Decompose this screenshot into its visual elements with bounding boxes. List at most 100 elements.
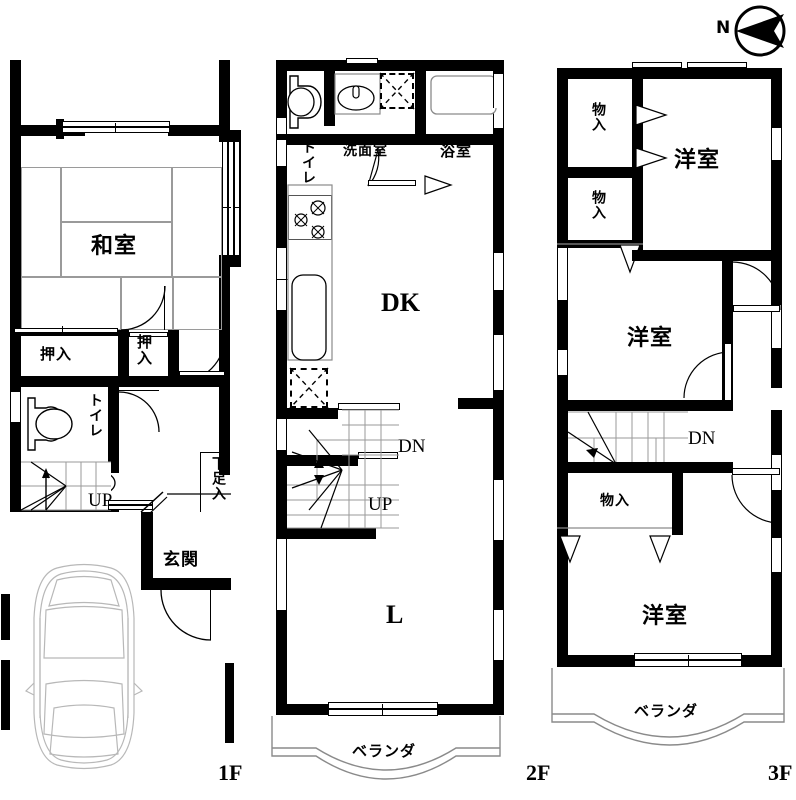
stair-label-2f-dn: DN [398, 436, 426, 457]
wall-2f-left-e [276, 610, 287, 715]
window-3f-right-2 [771, 305, 782, 348]
wall-3f-right-b [771, 160, 782, 305]
wall-3f-right-c [771, 348, 782, 388]
wall-2f-top [276, 60, 504, 71]
room-label-yoshitsu-1: 洋室 [674, 148, 721, 173]
wall-2f-toilet-right [324, 71, 335, 126]
floor-label-2f: 2F [526, 760, 551, 785]
window-1f-toilet-west [10, 392, 21, 422]
window-3f-right-1 [771, 128, 782, 160]
window-3f-south-mullion [688, 655, 690, 666]
door-leaf-genkan [161, 588, 211, 590]
door-sill-1f-stair2 [108, 505, 153, 510]
wall-3f-right-f [771, 572, 782, 667]
room-label-veranda-2f: ベランダ [352, 742, 417, 760]
room-label-senmen: 洗面室 [343, 143, 388, 159]
shoebox-outline-left [200, 452, 202, 512]
window-3f-right-4 [771, 538, 782, 572]
washing-machine-icon [380, 73, 414, 109]
wall-3f-bed1-rightdiv [722, 250, 733, 320]
wall-2f-wet-bottom [276, 134, 426, 145]
wall-1f-genkan-left [141, 512, 153, 590]
room-label-toilet-1f: トイレ [87, 393, 103, 438]
parking-marker-left-2 [1, 660, 10, 730]
door-leaf-1f-hall [224, 336, 226, 382]
tatami-mat [172, 167, 222, 277]
room-label-washitsu: 和室 [91, 234, 138, 259]
tatami-mat [61, 167, 172, 222]
tatami-mat [173, 277, 222, 330]
room-label-genkan: 玄関 [163, 550, 199, 570]
closet-door-1f-a-mullion [62, 326, 63, 334]
floor-label-3f: 3F [768, 760, 793, 785]
wall-3f-bed1-bottom [632, 250, 772, 261]
refrigerator-icon [290, 368, 328, 408]
wall-1f-topmid-stub [56, 119, 64, 139]
window-1f-east-1 [222, 141, 228, 256]
wall-2f-left-a [276, 60, 287, 118]
wall-1f-stair-bottom [10, 461, 21, 512]
window-3f-north-1 [632, 62, 682, 68]
window-2f-left-2-mullion [276, 279, 288, 280]
wall-3f-left-b [557, 300, 568, 350]
door-leaf-washitsu [164, 286, 166, 330]
room-label-getabako: 下足入 [210, 456, 226, 501]
shoebox-outline-top [200, 452, 230, 454]
wall-3f-left-c [557, 375, 568, 665]
room-label-monoire-3: 物入 [600, 493, 630, 509]
room-label-oshiire-2: 押入 [135, 334, 153, 366]
wall-1f-oshiire-bot [10, 376, 230, 387]
wall-1f-right-upper [219, 60, 230, 136]
wall-3f-monoire1-bottom [557, 167, 643, 178]
floor-3f: 物入 物入 洋室 洋室 [532, 0, 796, 800]
wall-3f-monoire1-right [632, 68, 643, 178]
door-sill-senmen [368, 180, 416, 186]
stove-icon [288, 195, 332, 240]
wall-2f-right-b [493, 128, 504, 253]
room-label-monoire-2: 物入 [590, 190, 606, 220]
window-2f-toilet [276, 140, 287, 166]
wall-3f-right-d [771, 410, 782, 455]
wall-2f-senmen-right [415, 71, 426, 134]
wall-2f-stair-top [276, 408, 338, 419]
wall-2f-right-c [493, 290, 504, 335]
wall-3f-top [557, 68, 782, 79]
wall-3f-monoire2-right [632, 178, 643, 250]
wall-1f-toilet-right [108, 387, 119, 473]
window-2f-bath [493, 74, 504, 108]
wall-1f-genkan-bottom [141, 578, 231, 590]
window-1f-east-2 [228, 141, 234, 256]
tatami-mat [21, 277, 121, 330]
wall-1f-oshiire-div1 [118, 330, 129, 382]
tatami-mat [61, 222, 172, 277]
wall-1f-left [10, 60, 21, 470]
stair-label-3f-dn: DN [688, 428, 716, 449]
wall-2f-right-e [493, 540, 504, 610]
room-label-toilet-2f: トイレ [300, 140, 316, 185]
window-1f-north-mullion [115, 123, 116, 132]
room-label-dk: DK [381, 288, 420, 317]
wall-2f-stair-bottom [276, 528, 376, 539]
wall-2f-bath-bottom [426, 134, 504, 145]
window-2f-right-3 [493, 335, 504, 390]
wall-3f-monoire3-right [672, 473, 683, 535]
window-2f-left-4 [276, 535, 287, 610]
room-label-veranda-3f: ベランダ [634, 702, 699, 720]
wall-2f-right-d [493, 390, 504, 480]
floor-label-1f: 1F [218, 760, 243, 785]
window-3f-left-1 [557, 248, 568, 300]
window-1f-east-mullion-b [233, 207, 241, 208]
wall-2f-right-f [493, 660, 504, 715]
wall-2f-bath-left [415, 134, 426, 145]
room-label-living: L [386, 600, 404, 629]
window-1f-east-mullion-a [223, 207, 231, 208]
window-1f-north-2 [62, 127, 170, 133]
wall-3f-right-a [771, 68, 782, 128]
door-top-2f-senmen [346, 58, 378, 64]
closet-door-1f-b [129, 332, 168, 337]
closet-door-1f-a [14, 328, 118, 333]
wall-2f-stair-right-stub [458, 398, 504, 409]
window-2f-left-3 [276, 410, 287, 450]
floor-2f: トイレ 洗面室 浴室 [268, 0, 550, 800]
